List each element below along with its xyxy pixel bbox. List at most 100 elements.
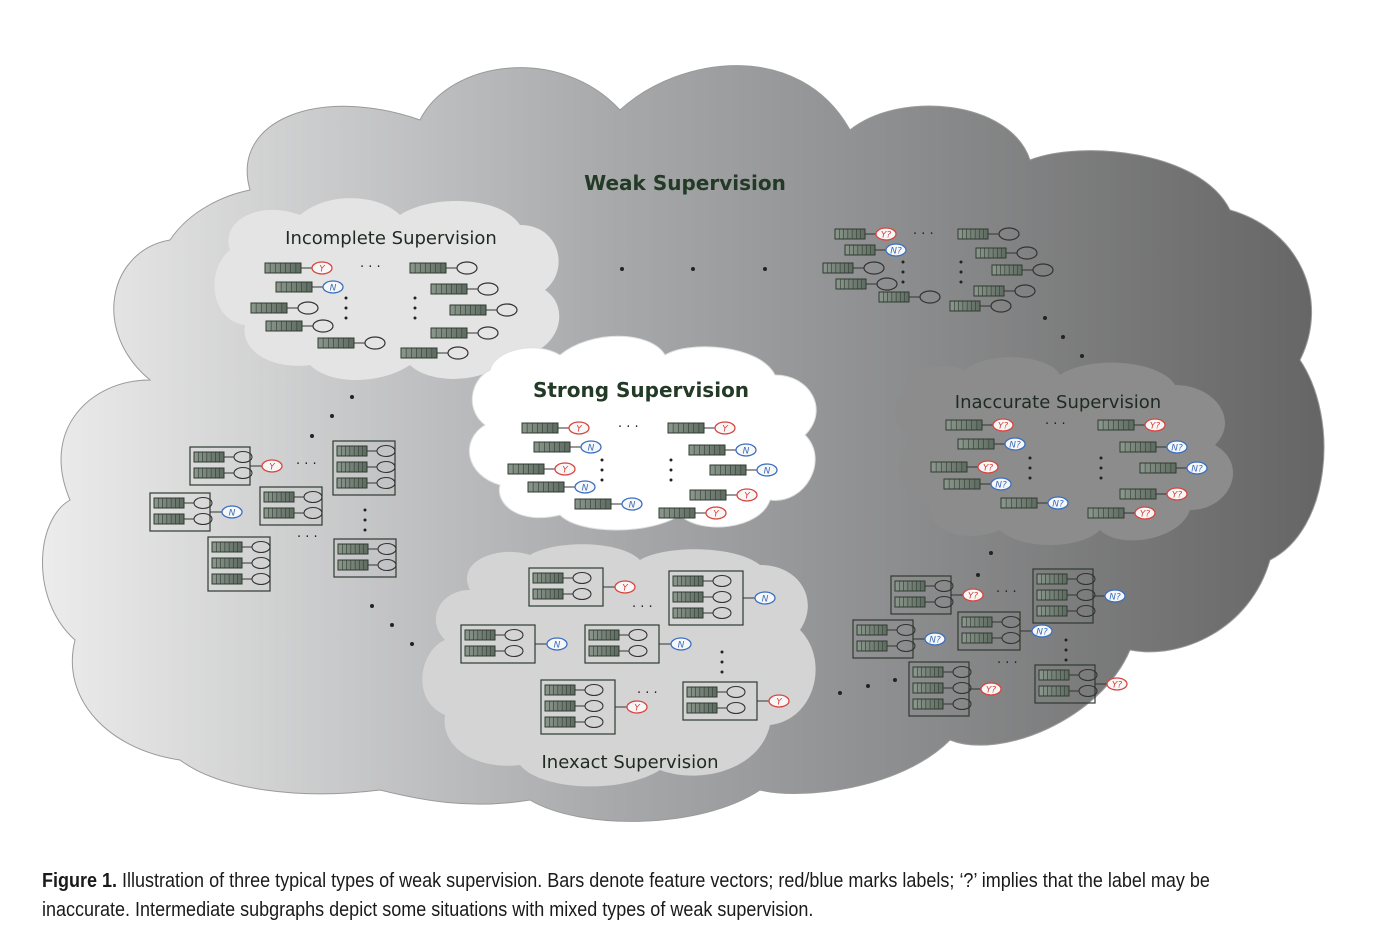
ellipsis: · · · bbox=[632, 600, 653, 615]
label-text: N bbox=[762, 595, 769, 605]
unlabeled-mark bbox=[952, 665, 972, 679]
unlabeled-mark bbox=[504, 628, 524, 642]
continuation-dot bbox=[600, 458, 604, 462]
label-mark bbox=[1134, 506, 1156, 520]
label-mark bbox=[924, 632, 946, 646]
continuation-dot bbox=[363, 518, 367, 522]
unlabeled-mark bbox=[1016, 246, 1038, 260]
label-mark bbox=[1047, 496, 1069, 510]
unlabeled-mark bbox=[934, 595, 954, 609]
unlabeled-mark bbox=[863, 261, 885, 275]
continuation-dot bbox=[901, 260, 905, 264]
label-mark bbox=[614, 580, 636, 594]
unlabeled-mark bbox=[712, 574, 732, 588]
unlabeled-mark bbox=[251, 540, 271, 554]
label-text: Y? bbox=[968, 592, 978, 602]
continuation-dot bbox=[344, 306, 348, 310]
label-text: N? bbox=[1036, 628, 1048, 638]
continuation-dot bbox=[959, 280, 963, 284]
label-text: N? bbox=[1109, 593, 1121, 603]
strong-supervision-title: Strong Supervision bbox=[533, 378, 749, 402]
weak-supervision-title: Weak Supervision bbox=[584, 171, 786, 195]
unlabeled-mark bbox=[896, 639, 916, 653]
ellipsis: · · · bbox=[997, 656, 1018, 671]
label-mark bbox=[962, 588, 984, 602]
label-text: N bbox=[743, 447, 750, 457]
label-text: Y? bbox=[998, 422, 1008, 432]
unlabeled-mark bbox=[628, 628, 648, 642]
unlabeled-mark bbox=[233, 466, 253, 480]
continuation-dot bbox=[763, 267, 767, 271]
unlabeled-mark bbox=[998, 227, 1020, 241]
continuation-dot bbox=[330, 414, 334, 418]
continuation-dot bbox=[1064, 658, 1068, 662]
continuation-dot bbox=[720, 650, 724, 654]
continuation-dot bbox=[413, 306, 417, 310]
unlabeled-mark bbox=[726, 701, 746, 715]
weak-supervision-diagram: Incomplete Supervision Inaccurate Superv… bbox=[42, 65, 1325, 822]
instance-bag bbox=[259, 486, 323, 526]
label-mark bbox=[1106, 677, 1128, 691]
unlabeled-mark bbox=[712, 590, 732, 604]
continuation-dot bbox=[720, 660, 724, 664]
label-text: Y? bbox=[1112, 681, 1122, 691]
unlabeled-mark bbox=[919, 290, 941, 304]
continuation-dot bbox=[600, 468, 604, 472]
label-text: Y bbox=[622, 584, 629, 594]
label-text: Y bbox=[776, 698, 783, 708]
ellipsis: · · · bbox=[996, 585, 1017, 600]
unlabeled-mark bbox=[1076, 604, 1096, 618]
unlabeled-mark bbox=[303, 506, 323, 520]
unlabeled-mark bbox=[1076, 588, 1096, 602]
label-text: Y? bbox=[1150, 422, 1160, 432]
label-text: Y? bbox=[983, 464, 993, 474]
unlabeled-mark bbox=[233, 450, 253, 464]
ellipsis: · · · bbox=[1045, 417, 1066, 432]
label-text: N bbox=[629, 501, 636, 511]
continuation-dot bbox=[413, 296, 417, 300]
label-mark bbox=[736, 488, 758, 502]
continuation-dot bbox=[370, 604, 374, 608]
label-text: Y bbox=[744, 492, 751, 502]
continuation-dot bbox=[310, 434, 314, 438]
continuation-dot bbox=[1061, 335, 1065, 339]
label-mark bbox=[580, 440, 602, 454]
label-mark bbox=[1144, 418, 1166, 432]
label-mark bbox=[1031, 624, 1053, 638]
continuation-dot bbox=[901, 270, 905, 274]
unlabeled-mark bbox=[584, 683, 604, 697]
caption-text: Illustration of three typical types of w… bbox=[42, 870, 1210, 921]
continuation-dot bbox=[413, 316, 417, 320]
label-text: Y? bbox=[986, 686, 996, 696]
continuation-dot bbox=[600, 478, 604, 482]
label-text: N bbox=[330, 284, 337, 294]
label-mark bbox=[1166, 440, 1188, 454]
continuation-dot bbox=[691, 267, 695, 271]
label-mark bbox=[546, 637, 568, 651]
label-text: Y bbox=[562, 466, 569, 476]
continuation-dot bbox=[901, 280, 905, 284]
continuation-dot bbox=[1028, 466, 1032, 470]
unlabeled-mark bbox=[447, 346, 469, 360]
label-text: Y? bbox=[881, 231, 891, 241]
ellipsis: · · · bbox=[297, 530, 318, 545]
label-text: N? bbox=[1052, 500, 1064, 510]
continuation-dot bbox=[363, 528, 367, 532]
unlabeled-mark bbox=[477, 326, 499, 340]
ellipsis: · · · bbox=[296, 457, 317, 472]
continuation-dot bbox=[838, 691, 842, 695]
label-text: N bbox=[554, 641, 561, 651]
label-mark bbox=[992, 418, 1014, 432]
unlabeled-mark bbox=[376, 476, 396, 490]
label-mark bbox=[261, 459, 283, 473]
unlabeled-mark bbox=[1001, 631, 1021, 645]
label-mark bbox=[626, 700, 648, 714]
label-text: Y? bbox=[1172, 491, 1182, 501]
unlabeled-mark bbox=[896, 623, 916, 637]
label-text: N? bbox=[929, 636, 941, 646]
unlabeled-mark bbox=[377, 558, 397, 572]
continuation-dot bbox=[344, 316, 348, 320]
continuation-dot bbox=[1028, 456, 1032, 460]
unlabeled-mark bbox=[584, 699, 604, 713]
